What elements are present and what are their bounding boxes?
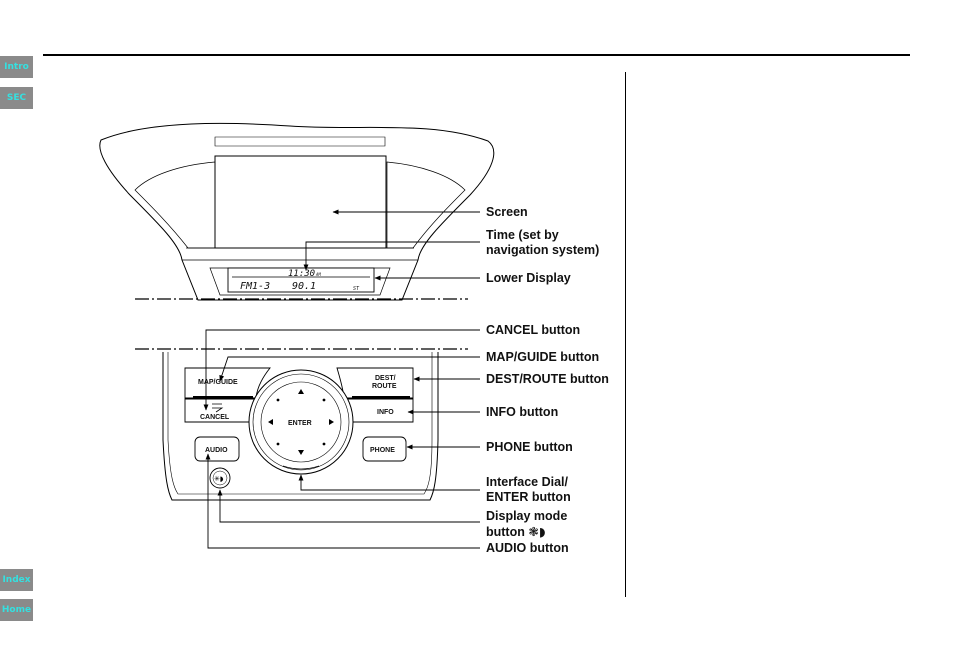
callout-line-time — [303, 241, 480, 271]
label-display-mode-2: button ❃◗ — [486, 524, 545, 540]
callout-line-map-guide — [219, 356, 480, 382]
map-guide-label: MAP/GUIDE — [198, 379, 238, 386]
label-dest-route-button: DEST/ROUTE button — [486, 372, 609, 386]
callout-line-display-mode — [217, 489, 480, 523]
callout-line-dial — [298, 474, 480, 491]
up-arrow-icon — [298, 389, 304, 394]
phone-button — [362, 436, 407, 462]
callout-line-audio — [205, 453, 480, 549]
down-arrow-icon — [298, 450, 304, 455]
label-audio-button: AUDIO button — [486, 541, 569, 555]
column-divider — [625, 72, 626, 597]
label-dial-1: Interface Dial/ — [486, 475, 568, 489]
lcd-band: FM1-3 — [240, 281, 270, 292]
interface-dial — [248, 369, 354, 475]
label-phone-button: PHONE button — [486, 440, 573, 454]
sidebar-tab-index[interactable]: Index — [0, 569, 33, 591]
dest-label: DEST/ — [375, 375, 396, 382]
label-display-mode-1: Display mode — [486, 509, 568, 523]
label-dial-2: ENTER button — [486, 490, 571, 504]
route-label: ROUTE — [372, 383, 397, 390]
sidebar-tab-intro[interactable]: Intro — [0, 56, 33, 78]
lcd-frequency: 90.1 — [292, 281, 316, 292]
housing-outline — [99, 122, 495, 301]
label-info-button: INFO button — [486, 405, 559, 419]
lcd-time: 11:30 — [288, 269, 315, 279]
sun-moon-icon: ✳◗ — [214, 475, 224, 483]
header-rule — [43, 54, 910, 56]
label-map-guide-button: MAP/GUIDE button — [486, 350, 600, 364]
sidebar-tab-home[interactable]: Home — [0, 599, 33, 621]
lcd-time-suffix: AM — [315, 272, 321, 277]
left-arrow-icon — [268, 419, 273, 425]
phone-label: PHONE — [370, 447, 395, 454]
sidebar-tab-sec[interactable]: SEC — [0, 87, 33, 109]
label-time-1: Time (set by — [486, 228, 559, 242]
label-screen: Screen — [486, 205, 528, 219]
audio-label: AUDIO — [205, 447, 228, 454]
lcd-indicator: ST — [353, 286, 360, 292]
callout-line-cancel — [203, 329, 480, 411]
cancel-label: CANCEL — [200, 414, 230, 421]
label-cancel-button: CANCEL button — [486, 323, 581, 337]
control-panel — [162, 352, 439, 501]
label-display-mode-2-text: button — [486, 525, 525, 539]
enter-label: ENTER — [288, 420, 312, 427]
sun-moon-icon: ❃◗ — [528, 524, 546, 539]
right-arrow-icon — [329, 419, 334, 425]
label-lower-display: Lower Display — [486, 271, 571, 285]
lower-display — [227, 267, 375, 293]
info-label: INFO — [377, 409, 394, 416]
screen — [214, 155, 387, 249]
return-arrow-icon — [212, 403, 224, 413]
label-time-2: navigation system) — [486, 243, 600, 257]
